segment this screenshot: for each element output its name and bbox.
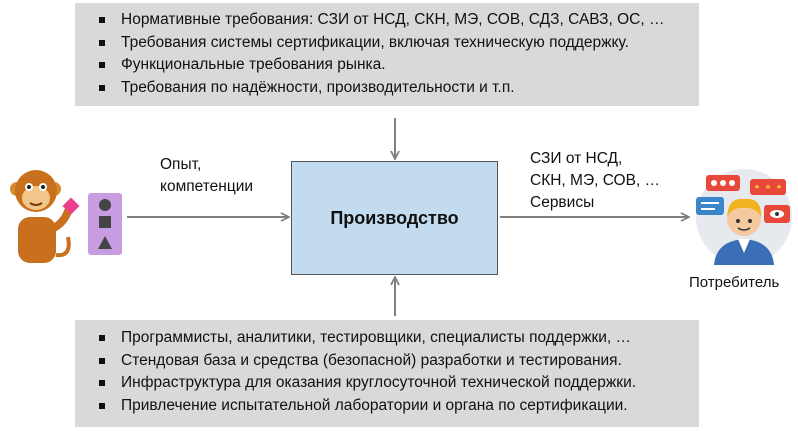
process-box: Производство xyxy=(291,161,498,275)
requirement-item: Требования по надёжности, производительн… xyxy=(99,77,699,100)
resource-item: Привлечение испытательной лаборатории и … xyxy=(99,395,699,418)
output-label: СЗИ от НСД, СКН, МЭ, СОВ, … Сервисы xyxy=(530,150,661,211)
resource-item: Инфраструктура для оказания круглосуточн… xyxy=(99,372,699,395)
requirements-panel: Нормативные требования: СЗИ от НСД, СКН,… xyxy=(75,3,699,106)
monkey-icon xyxy=(10,170,122,263)
process-label: Производство xyxy=(330,207,459,228)
consumer-label: Потребитель xyxy=(689,274,780,291)
resource-item: Стендовая база и средства (безопасной) р… xyxy=(99,350,699,373)
requirement-item: Нормативные требования: СЗИ от НСД, СКН,… xyxy=(99,9,699,32)
resources-panel: Программисты, аналитики, тестировщики, с… xyxy=(75,320,699,427)
consumer-icon xyxy=(696,169,792,265)
resource-item: Программисты, аналитики, тестировщики, с… xyxy=(99,327,699,350)
requirement-item: Требования системы сертификации, включая… xyxy=(99,32,699,55)
input-label: Опыт, компетенции xyxy=(160,156,254,195)
requirement-item: Функциональные требования рынка. xyxy=(99,54,699,77)
